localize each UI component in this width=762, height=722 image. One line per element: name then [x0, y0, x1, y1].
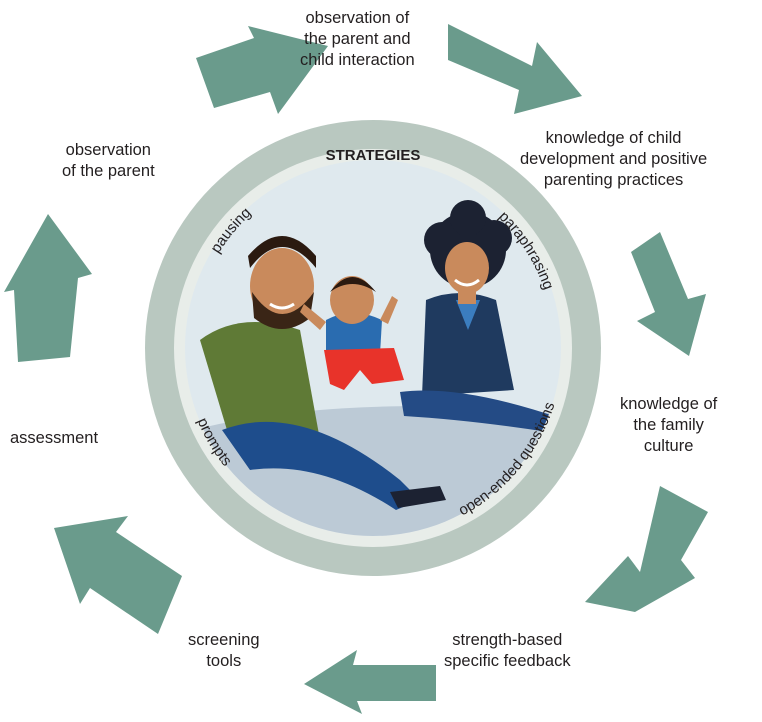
cycle-arrows: [4, 24, 708, 714]
label-line: child interaction: [300, 51, 415, 69]
cycle-arrow: [196, 26, 328, 114]
label-line: of the parent: [62, 162, 155, 180]
label-child-development-knowledge: knowledge of child development and positi…: [520, 128, 707, 191]
label-strength-based-feedback: strength-based specific feedback: [444, 630, 571, 672]
label-family-culture-knowledge: knowledge of the family culture: [620, 394, 717, 457]
label-line: strength-based: [452, 631, 563, 649]
label-line: knowledge of: [620, 395, 718, 413]
label-parent-child-observation: observation of the parent and child intera…: [300, 8, 415, 71]
cycle-arrow: [585, 486, 708, 612]
label-line: tools: [206, 652, 242, 670]
label-line: assessment: [10, 429, 99, 447]
label-line: development and positive: [520, 150, 708, 168]
cycle-arrow: [448, 24, 582, 114]
label-line: specific feedback: [444, 652, 571, 670]
label-line: the family: [633, 416, 704, 434]
label-parent-observation: observation of the parent: [62, 140, 155, 182]
cycle-arrow: [304, 650, 436, 714]
label-screening-tools: screening tools: [188, 630, 260, 672]
label-line: observation: [65, 141, 151, 159]
cycle-arrow: [631, 232, 706, 356]
cycle-arrow: [4, 214, 92, 362]
label-line: the parent and: [304, 30, 411, 48]
cycle-arrow: [54, 516, 182, 634]
label-assessment: assessment: [10, 428, 98, 449]
label-line: parenting practices: [543, 171, 684, 189]
label-line: screening: [188, 631, 260, 649]
label-line: culture: [643, 437, 694, 455]
strategies-title: STRATEGIES: [326, 147, 421, 164]
mother-figure: [400, 200, 560, 432]
father-figure: [200, 236, 446, 510]
baby-figure: [300, 276, 404, 390]
label-line: observation of: [305, 9, 410, 27]
label-line: knowledge of child: [545, 129, 682, 147]
